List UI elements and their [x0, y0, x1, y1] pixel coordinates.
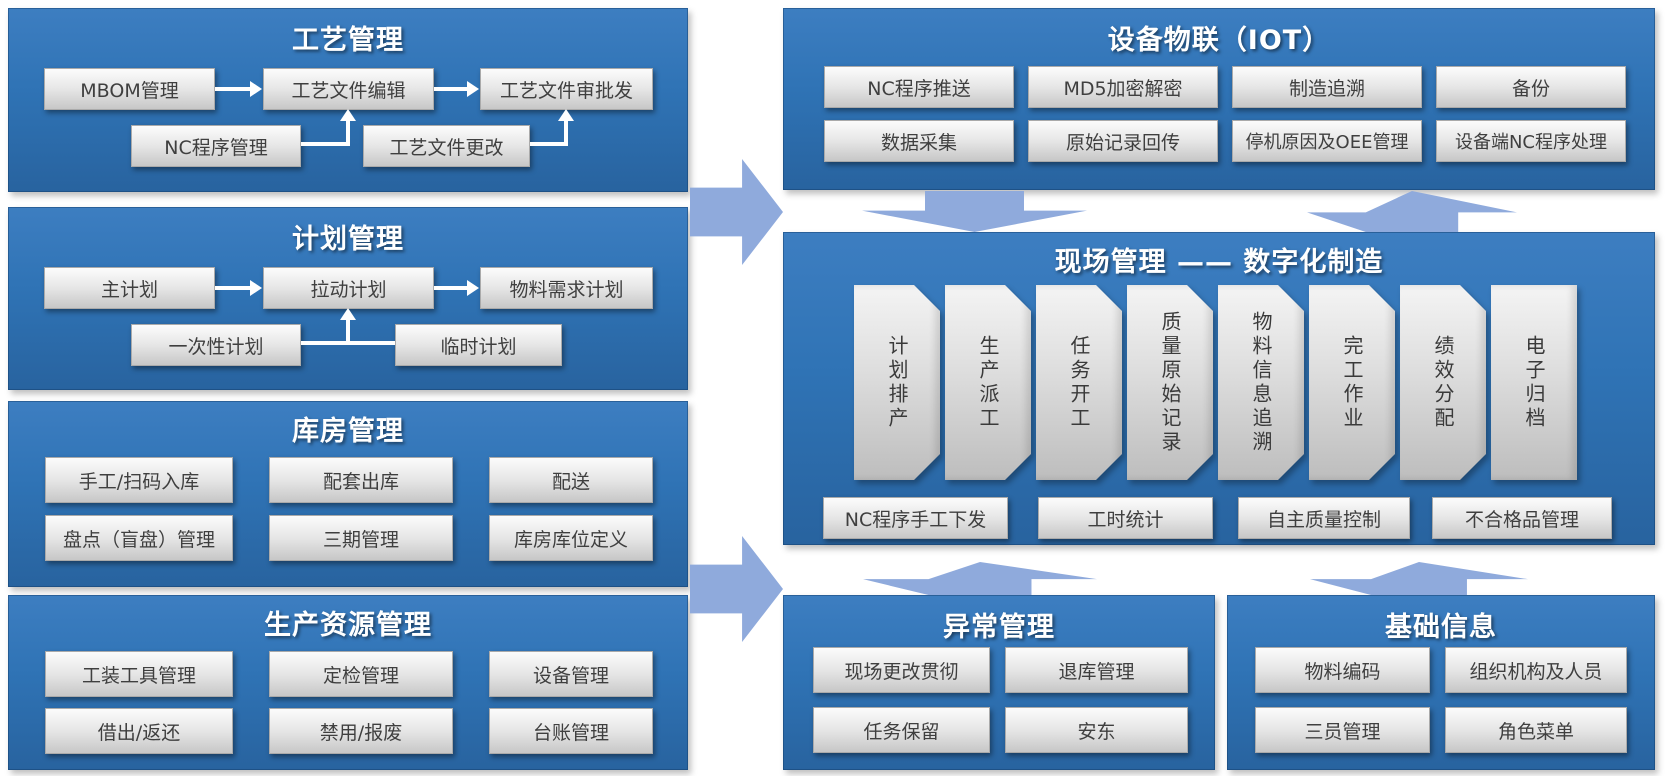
connector-line: [301, 142, 350, 146]
arrow-right-icon: [434, 81, 479, 97]
arrow-left-to-right-bottom-icon: [690, 536, 783, 642]
column-label: 绩效分配: [1431, 334, 1455, 431]
box-md5-encrypt-decrypt: MD5加密解密: [1028, 66, 1218, 108]
panel-production-resource-management: 生产资源管理 工装工具管理 定检管理 设备管理 借出/返还 禁用/报废 台账管理: [8, 595, 688, 770]
box-ledger-management: 台账管理: [489, 708, 653, 754]
column-label: 质量原始记录: [1158, 310, 1182, 455]
box-lend-return: 借出/返还: [45, 708, 233, 754]
box-process-doc-approval: 工艺文件审批发: [480, 68, 653, 110]
panel-basic-information: 基础信息 物料编码 组织机构及人员 三员管理 角色菜单: [1227, 595, 1655, 770]
panel-iot: 设备物联（IOT） NC程序推送 MD5加密解密 制造追溯 备份 数据采集 原始…: [783, 8, 1655, 190]
box-equipment-management: 设备管理: [489, 651, 653, 697]
panel-resource-title: 生产资源管理: [264, 610, 432, 641]
panel-process-title: 工艺管理: [292, 25, 404, 56]
box-process-doc-edit: 工艺文件编辑: [263, 68, 434, 110]
box-self-quality-control: 自主质量控制: [1238, 497, 1410, 539]
panel-onsite-title: 现场管理 —— 数字化制造: [1054, 247, 1384, 278]
box-nc-program-manual-send: NC程序手工下发: [823, 497, 1008, 539]
column-electronic-archiving: 电子归档: [1491, 285, 1577, 480]
box-nonconforming-product-management: 不合格品管理: [1432, 497, 1612, 539]
panel-iot-title: 设备物联（IOT）: [1107, 25, 1331, 56]
box-periodic-inspection: 定检管理: [269, 651, 453, 697]
arrow-left-to-right-top-icon: [690, 159, 783, 265]
connector-line: [530, 142, 568, 146]
arrow-right-icon: [215, 81, 262, 97]
panel-basic-title: 基础信息: [1385, 612, 1497, 643]
column-label: 完工作业: [1340, 334, 1364, 431]
box-data-collection: 数据采集: [824, 120, 1014, 162]
box-three-period-management: 三期管理: [269, 515, 453, 561]
box-one-time-plan: 一次性计划: [131, 324, 301, 366]
connector-line: [346, 120, 350, 146]
box-three-member-management: 三员管理: [1255, 707, 1430, 753]
panel-plan-title: 计划管理: [292, 224, 404, 255]
box-nc-program-management: NC程序管理: [131, 125, 301, 167]
box-blind-count-management: 盘点（盲盘）管理: [45, 515, 233, 561]
column-label: 计划排产: [885, 334, 909, 431]
panel-warehouse-management: 库房管理 手工/扫码入库 配套出库 配送 盘点（盲盘）管理 三期管理 库房库位定…: [8, 401, 688, 587]
column-material-info-traceability: 物料信息追溯: [1218, 285, 1304, 480]
arrow-up-icon: [340, 109, 356, 121]
arrow-onsite-to-iot-icon: [1307, 191, 1517, 232]
box-manufacturing-traceability: 制造追溯: [1232, 66, 1422, 108]
panel-exception-title: 异常管理: [943, 612, 1055, 643]
box-process-doc-change: 工艺文件更改: [363, 125, 530, 167]
column-performance-allocation: 绩效分配: [1400, 285, 1486, 480]
panel-plan-management: 计划管理 主计划 拉动计划 物料需求计划 一次性计划 临时计划: [8, 207, 688, 390]
panel-process-management: 工艺管理 MBOM管理 工艺文件编辑 工艺文件审批发 NC程序管理 工艺文件更改: [8, 8, 688, 192]
box-downtime-oee-management: 停机原因及OEE管理: [1232, 120, 1422, 162]
arrow-up-icon: [340, 308, 356, 320]
box-delivery: 配送: [489, 457, 653, 503]
box-organization-personnel: 组织机构及人员: [1445, 647, 1627, 693]
box-return-to-warehouse: 退库管理: [1005, 647, 1188, 693]
column-completion-work: 完工作业: [1309, 285, 1395, 480]
panel-warehouse-title: 库房管理: [292, 416, 404, 447]
column-label: 生产派工: [976, 334, 1000, 431]
box-pull-plan: 拉动计划: [263, 267, 434, 309]
column-label: 物料信息追溯: [1249, 310, 1273, 455]
box-device-nc-program-handling: 设备端NC程序处理: [1436, 120, 1626, 162]
box-nc-program-push: NC程序推送: [824, 66, 1014, 108]
arrow-basic-to-onsite-icon: [1310, 562, 1528, 595]
column-quality-original-record: 质量原始记录: [1127, 285, 1213, 480]
box-work-hour-statistics: 工时统计: [1038, 497, 1213, 539]
box-onsite-change-implementation: 现场更改贯彻: [813, 647, 990, 693]
column-production-dispatch: 生产派工: [945, 285, 1031, 480]
box-kitting-outbound: 配套出库: [269, 457, 453, 503]
box-master-plan: 主计划: [44, 267, 215, 309]
box-warehouse-location-definition: 库房库位定义: [489, 515, 653, 561]
arrow-right-icon: [434, 280, 479, 296]
box-material-requirement-plan: 物料需求计划: [480, 267, 653, 309]
box-original-record-upload: 原始记录回传: [1028, 120, 1218, 162]
column-label: 电子归档: [1522, 334, 1546, 431]
panel-exception-management: 异常管理 现场更改贯彻 退库管理 任务保留 安东: [783, 595, 1215, 770]
connector-line: [564, 120, 568, 146]
box-manual-scan-inbound: 手工/扫码入库: [45, 457, 233, 503]
column-task-start: 任务开工: [1036, 285, 1122, 480]
box-backup: 备份: [1436, 66, 1626, 108]
arrow-right-icon: [215, 280, 262, 296]
box-task-hold: 任务保留: [813, 707, 990, 753]
panel-onsite-management: 现场管理 —— 数字化制造 计划排产 生产派工 任务开工 质量原始记录 物料信息…: [783, 232, 1655, 545]
box-disable-scrap: 禁用/报废: [269, 708, 453, 754]
arrow-exception-to-onsite-icon: [863, 562, 1097, 595]
arrow-up-icon: [558, 109, 574, 121]
column-label: 任务开工: [1067, 334, 1091, 431]
box-temporary-plan: 临时计划: [395, 324, 562, 366]
box-andon: 安东: [1005, 707, 1188, 753]
connector-line: [346, 319, 350, 345]
column-plan-scheduling: 计划排产: [854, 285, 940, 480]
arrow-iot-to-onsite-icon: [862, 191, 1087, 232]
box-material-coding: 物料编码: [1255, 647, 1430, 693]
box-mbom-management: MBOM管理: [44, 68, 215, 110]
box-role-menu: 角色菜单: [1445, 707, 1627, 753]
box-tooling-management: 工装工具管理: [45, 651, 233, 697]
